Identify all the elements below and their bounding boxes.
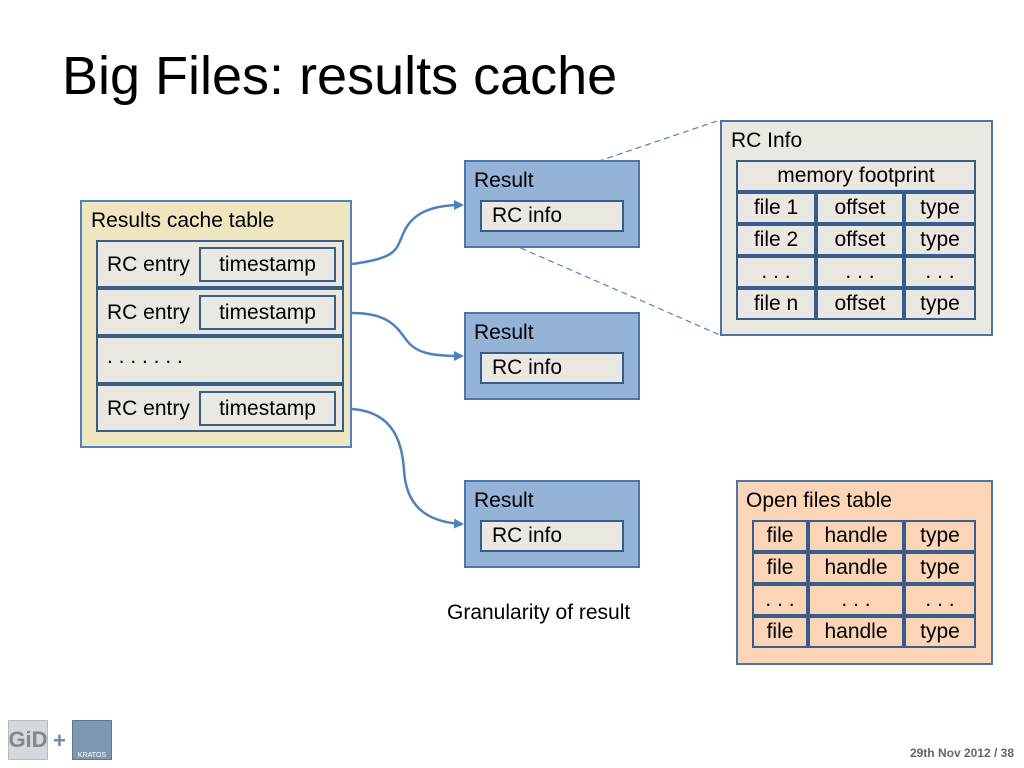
file-cell: file n bbox=[736, 288, 816, 320]
handle-cell: handle bbox=[808, 616, 904, 648]
granularity-caption: Granularity of result bbox=[447, 601, 631, 624]
file-cell: file 1 bbox=[736, 192, 816, 224]
file-cell: file bbox=[752, 616, 808, 648]
rc-info-panel-label: RC Info bbox=[731, 129, 803, 152]
memory-footprint-cell: memory footprint bbox=[736, 160, 976, 192]
ellipsis-cell: . . . bbox=[904, 584, 976, 616]
rc-entry-label: RC entry bbox=[107, 253, 190, 276]
rc-info-box: RC info bbox=[480, 520, 624, 552]
slide-footer: 29th Nov 2012 / 38 bbox=[909, 746, 1014, 760]
arrow-to-result-2 bbox=[351, 311, 464, 361]
result-label: Result bbox=[474, 489, 534, 512]
kratos-logo: KRATOS bbox=[72, 720, 112, 760]
ellipsis-cell: . . . bbox=[736, 256, 816, 288]
rc-entry-label: RC entry bbox=[107, 301, 190, 324]
arrow-to-result-3 bbox=[351, 407, 464, 529]
ellipsis-row bbox=[96, 336, 344, 384]
gid-logo: GiD bbox=[8, 720, 48, 760]
timestamp-box: timestamp bbox=[199, 391, 336, 426]
open-files-table-label: Open files table bbox=[746, 489, 892, 512]
rc-info-box: RC info bbox=[480, 352, 624, 384]
type-cell: type bbox=[904, 616, 976, 648]
rc-entry-label: RC entry bbox=[107, 397, 190, 420]
type-cell: type bbox=[904, 288, 976, 320]
ellipsis-cell: . . . bbox=[816, 256, 904, 288]
handle-cell: handle bbox=[808, 520, 904, 552]
results-cache-table-label: Results cache table bbox=[91, 209, 275, 232]
offset-cell: offset bbox=[816, 288, 904, 320]
type-cell: type bbox=[904, 520, 976, 552]
callout-line-bottom bbox=[483, 231, 721, 336]
slide-title: Big Files: results cache bbox=[62, 46, 618, 106]
ellipsis-cell: . . . bbox=[752, 584, 808, 616]
offset-cell: offset bbox=[816, 192, 904, 224]
file-cell: file 2 bbox=[736, 224, 816, 256]
timestamp-box: timestamp bbox=[199, 247, 336, 282]
ellipsis-cell: . . . bbox=[808, 584, 904, 616]
offset-cell: offset bbox=[816, 224, 904, 256]
ellipsis-label: . . . . . . . bbox=[107, 345, 183, 368]
type-cell: type bbox=[904, 192, 976, 224]
file-cell: file bbox=[752, 552, 808, 584]
ellipsis-cell: . . . bbox=[904, 256, 976, 288]
result-label: Result bbox=[474, 169, 534, 192]
type-cell: type bbox=[904, 552, 976, 584]
plus-sign: + bbox=[53, 728, 66, 753]
file-cell: file bbox=[752, 520, 808, 552]
timestamp-box: timestamp bbox=[199, 295, 336, 330]
result-label: Result bbox=[474, 321, 534, 344]
arrow-to-result-1 bbox=[351, 200, 464, 266]
type-cell: type bbox=[904, 224, 976, 256]
rc-info-box: RC info bbox=[480, 200, 624, 232]
handle-cell: handle bbox=[808, 552, 904, 584]
